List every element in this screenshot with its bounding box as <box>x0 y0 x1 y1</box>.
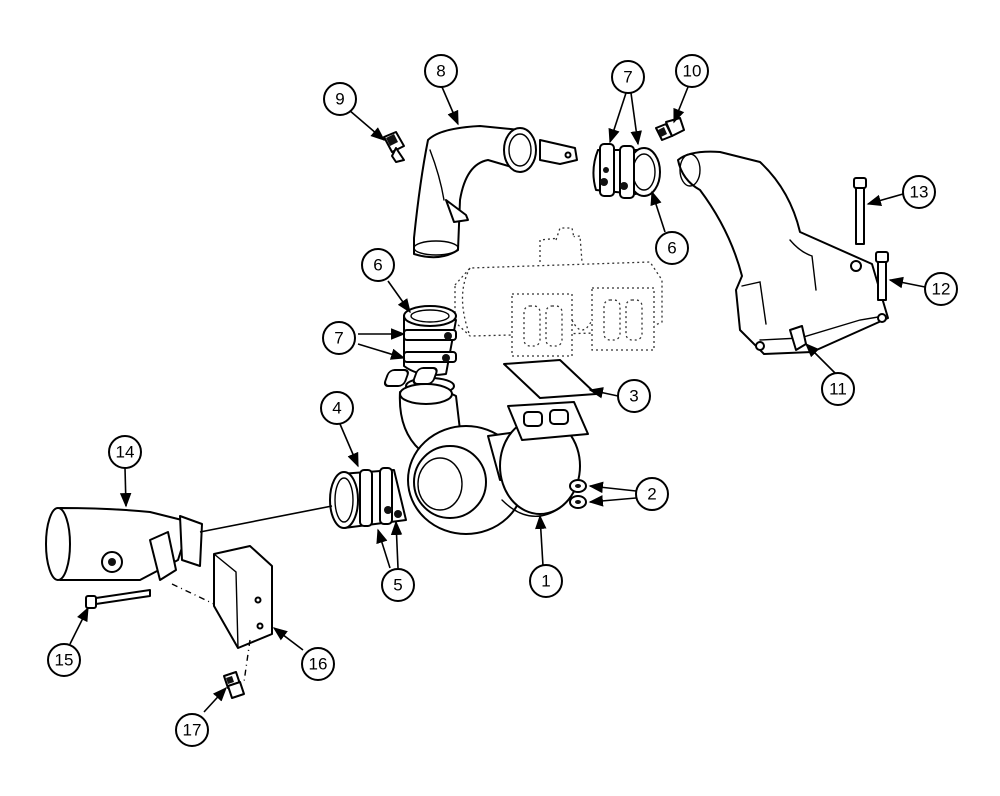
callout-3: 3 <box>617 379 651 413</box>
callout-1: 1 <box>529 564 563 598</box>
leader-lines <box>69 86 926 713</box>
callout-4: 4 <box>320 391 354 425</box>
intake-elbow-part-14 <box>45 507 203 581</box>
bolt-part-13 <box>853 177 867 245</box>
callout-15: 15 <box>47 643 81 677</box>
callout-17-label: 17 <box>183 721 202 740</box>
callout-1-label: 1 <box>541 572 550 591</box>
callout-7-lower-label: 7 <box>334 329 343 348</box>
callout-5-label: 5 <box>393 576 402 595</box>
exhaust-manifold-ghost <box>454 227 663 357</box>
nuts-part-2 <box>569 479 587 509</box>
callout-6-lower: 6 <box>361 248 395 282</box>
callout-9: 9 <box>323 82 357 116</box>
fitting-part-9 <box>383 131 405 163</box>
callout-10-label: 10 <box>683 62 702 81</box>
callout-6-lower-label: 6 <box>373 256 382 275</box>
callout-5: 5 <box>381 568 415 602</box>
bracket-part-16 <box>213 545 273 649</box>
elbow-tube-part-8 <box>413 125 578 259</box>
gasket-part-3 <box>383 359 597 399</box>
callout-7-upper-label: 7 <box>623 68 632 87</box>
callout-3-label: 3 <box>629 387 638 406</box>
callout-13: 13 <box>902 175 936 209</box>
callout-16-label: 16 <box>309 655 328 674</box>
callout-14: 14 <box>108 435 142 469</box>
callout-6-upper: 6 <box>655 231 689 265</box>
hose-with-clamps-upper <box>592 143 661 199</box>
callout-10: 10 <box>675 54 709 88</box>
callout-9-label: 9 <box>335 90 344 109</box>
callout-16: 16 <box>301 647 335 681</box>
callout-17: 17 <box>175 713 209 747</box>
hose-with-clamps-part-4 <box>329 467 407 529</box>
fitting-part-10 <box>655 117 685 141</box>
callout-8-label: 8 <box>436 62 445 81</box>
callout-14-label: 14 <box>116 443 135 462</box>
callout-6-upper-label: 6 <box>667 239 676 258</box>
callout-7-upper: 7 <box>611 60 645 94</box>
callout-2: 2 <box>635 477 669 511</box>
fitting-part-17 <box>223 671 245 699</box>
callout-4-label: 4 <box>332 399 341 418</box>
callout-11-label: 11 <box>829 380 847 399</box>
callout-15-label: 15 <box>55 651 74 670</box>
callout-12-label: 12 <box>932 280 951 299</box>
callout-7-lower: 7 <box>322 321 356 355</box>
callout-11: 11 <box>821 372 855 406</box>
callout-8: 8 <box>424 54 458 88</box>
callout-12: 12 <box>924 272 958 306</box>
turbocharger-part-1 <box>398 383 589 535</box>
callout-13-label: 13 <box>910 183 929 202</box>
bolt-part-12 <box>875 251 889 301</box>
bolt-part-15 <box>85 589 151 609</box>
callout-2-label: 2 <box>647 485 656 504</box>
